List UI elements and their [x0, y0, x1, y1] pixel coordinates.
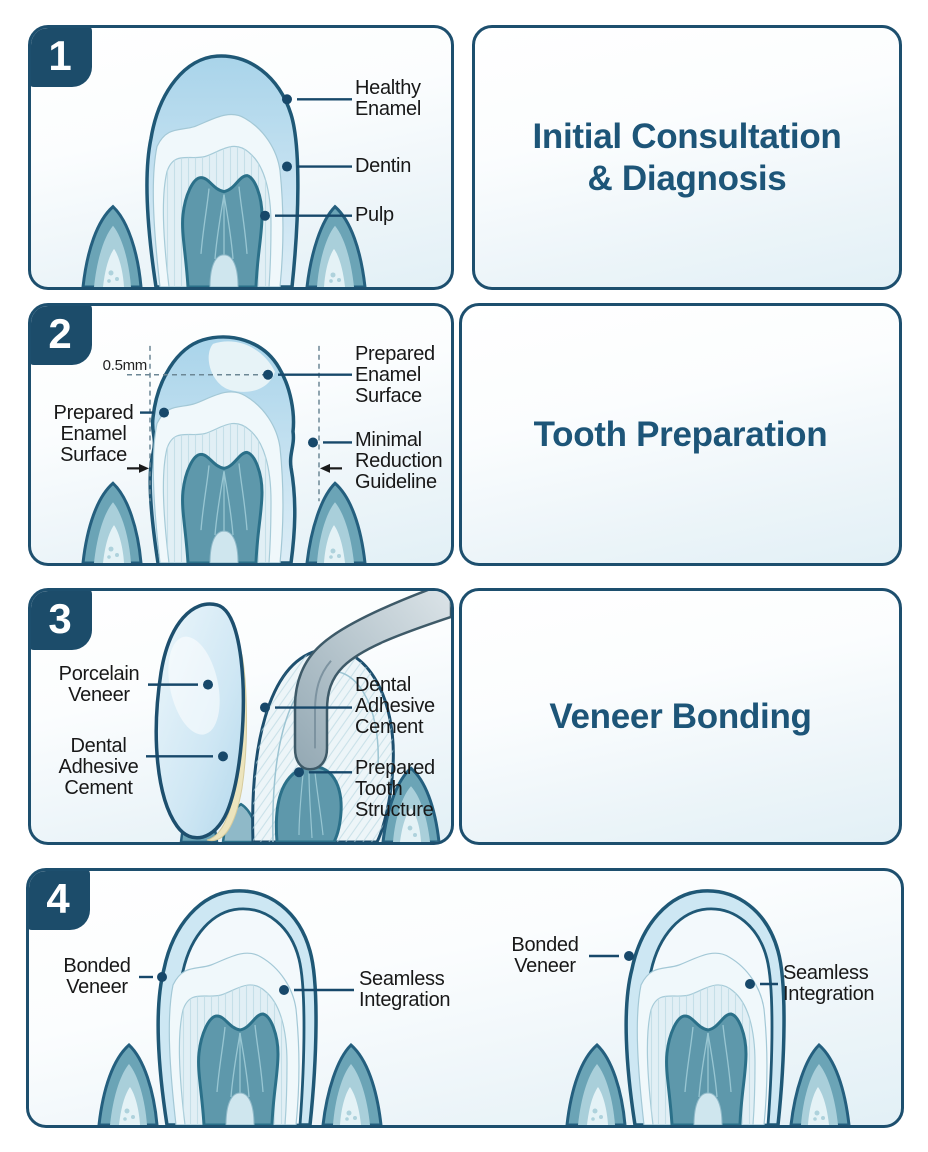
leader-lines	[260, 94, 352, 221]
step4-result-panel: 4 Bonded Veneer Seamless Integration Bon…	[26, 868, 904, 1128]
label-bonded-veneer-right: Bonded Veneer	[511, 934, 579, 977]
step4-number-badge: 4	[29, 871, 90, 930]
bonded-tooth-left	[99, 891, 381, 1125]
label-porcelain-veneer: Porcelain Veneer	[58, 663, 140, 706]
reduction-guideline-dashes	[127, 345, 320, 502]
arrow-right-icon	[127, 463, 149, 473]
bonded-tooth-right	[567, 891, 849, 1125]
bonded-veneer-result-illustration	[29, 871, 901, 1125]
step2-title: Tooth Preparation	[533, 414, 828, 454]
label-pulp: Pulp	[355, 204, 394, 226]
label-bonded-veneer-left: Bonded Veneer	[63, 955, 131, 998]
step-number-text: 4	[46, 875, 70, 922]
label-prepared-enamel-surface-left: Prepared Enamel Surface	[53, 402, 134, 466]
leader-lines	[146, 679, 352, 778]
step1-number-badge: 1	[31, 28, 92, 87]
step2-illustration-panel: 2 0.5mm Prepared Enamel Surface Prepared…	[28, 303, 454, 566]
label-dental-adhesive-cement-right: Dental Adhesive Cement	[355, 674, 435, 738]
leader-lines	[140, 369, 352, 448]
label-seamless-integration-right: Seamless Integration	[783, 962, 875, 1005]
step3-number-badge: 3	[31, 591, 92, 650]
step3-illustration-panel: 3 Porcelain Veneer Dental Adhesive Cemen…	[28, 588, 454, 845]
label-minimal-reduction-guideline: Minimal Reduction Guideline	[355, 429, 443, 493]
step-number-text: 1	[48, 32, 72, 79]
label-healthy-enamel: Healthy Enamel	[355, 77, 422, 120]
step2-title-panel: Tooth Preparation	[459, 303, 902, 566]
label-seamless-integration-left: Seamless Integration	[359, 968, 451, 1011]
step-number-text: 3	[48, 595, 72, 642]
step3-title-panel: Veneer Bonding	[459, 588, 902, 845]
step3-title: Veneer Bonding	[549, 696, 812, 736]
label-measurement-0-5mm: 0.5mm	[102, 357, 148, 374]
step-number-text: 2	[48, 310, 72, 357]
label-prepared-enamel-surface-top: Prepared Enamel Surface	[355, 343, 435, 407]
healthy-tooth-cross-section	[31, 28, 451, 287]
veneer-bonding-illustration	[146, 591, 451, 842]
label-dentin: Dentin	[355, 155, 412, 177]
step1-title-panel: Initial Consultation & Diagnosis	[472, 25, 902, 290]
arrow-left-icon	[320, 463, 342, 473]
step2-number-badge: 2	[31, 306, 92, 365]
leader-lines	[139, 951, 778, 995]
step1-title: Initial Consultation & Diagnosis	[532, 117, 842, 198]
label-prepared-tooth-structure: Prepared Tooth Structure	[355, 757, 435, 821]
label-dental-adhesive-cement-left: Dental Adhesive Cement	[58, 735, 139, 799]
step1-illustration-panel: 1 Healthy Enamel Dentin Pulp	[28, 25, 454, 290]
prepared-tooth-cross-section	[31, 306, 451, 563]
